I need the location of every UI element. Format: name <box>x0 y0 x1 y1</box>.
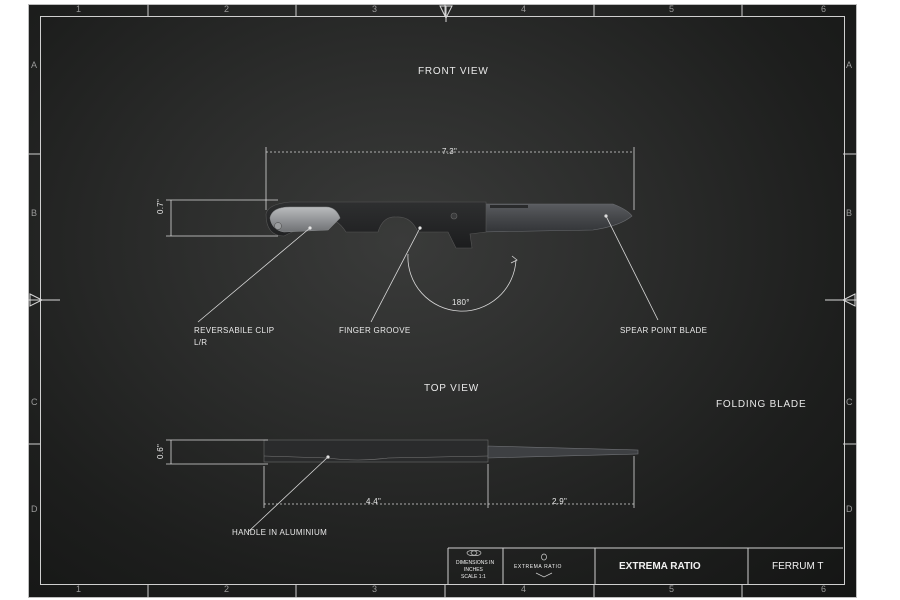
grid-row-label: C <box>31 397 38 407</box>
grid-row-label: D <box>846 504 853 514</box>
front-view-title: FRONT VIEW <box>418 66 489 77</box>
grid-row-label: A <box>31 60 38 70</box>
knife-top-view <box>263 439 639 463</box>
blueprint-sheet: 1 2 3 4 5 6 1 2 3 4 5 6 A B C D A B C D <box>28 4 857 598</box>
grid-row-label: D <box>31 504 38 514</box>
blade-front <box>475 203 633 233</box>
scale-note: SCALE 1:1 <box>461 574 486 580</box>
grid-row-label: B <box>31 208 38 218</box>
groove-callout: FINGER GROOVE <box>339 326 411 335</box>
grid-col-label: 2 <box>224 4 230 14</box>
blade-callout: SPEAR POINT BLADE <box>620 326 708 335</box>
grid-col-label: 4 <box>521 4 527 14</box>
dimensions-note: DIMENSIONS IN <box>456 560 495 566</box>
logo-text: EXTREMA RATIO <box>514 564 562 570</box>
knife-front-view <box>265 201 633 249</box>
grid-col-label: 1 <box>76 4 82 14</box>
top-thickness-dim: 0.6" <box>156 443 165 459</box>
grid-ticks <box>28 4 857 598</box>
front-leaders <box>197 215 659 323</box>
logo-mark <box>466 550 553 578</box>
grid-col-label: 3 <box>372 584 378 594</box>
brand-name: EXTREMA RATIO <box>619 561 701 572</box>
blade-top <box>487 445 639 459</box>
dimensions-note-units: INCHES <box>464 567 483 573</box>
title-block-lines <box>447 547 843 584</box>
grid-col-label: 5 <box>669 584 675 594</box>
blade-length-dim: 2.9" <box>552 497 568 506</box>
grid-row-label: A <box>846 60 853 70</box>
front-dimensions <box>166 147 635 312</box>
model-name: FERRUM T <box>772 561 824 572</box>
grid-col-label: 5 <box>669 4 675 14</box>
grid-col-label: 1 <box>76 584 82 594</box>
leader-dots <box>308 226 422 230</box>
top-dimensions <box>166 439 635 533</box>
grid-row-label: C <box>846 397 853 407</box>
clip-callout-sub: L/R <box>194 338 208 347</box>
grid-row-label: B <box>846 208 853 218</box>
grid-col-label: 2 <box>224 584 230 594</box>
clip-callout: REVERSABILE CLIP <box>194 326 275 335</box>
handle-length-dim: 4.4" <box>366 497 382 506</box>
grid-col-label: 3 <box>372 4 378 14</box>
front-length-dim: 7.3" <box>442 147 458 156</box>
folding-blade-label: FOLDING BLADE <box>716 399 807 410</box>
handle-top <box>263 439 489 463</box>
centering-marks <box>28 5 857 307</box>
front-height-dim: 0.7" <box>156 198 165 214</box>
top-view-title: TOP VIEW <box>424 383 479 394</box>
grid-col-label: 6 <box>821 584 827 594</box>
handle-callout: HANDLE IN ALUMINIUM <box>232 528 328 537</box>
drawing-layer <box>28 4 857 598</box>
rotation-label: 180° <box>452 298 470 307</box>
grid-col-label: 4 <box>521 584 527 594</box>
grid-col-label: 6 <box>821 4 827 14</box>
